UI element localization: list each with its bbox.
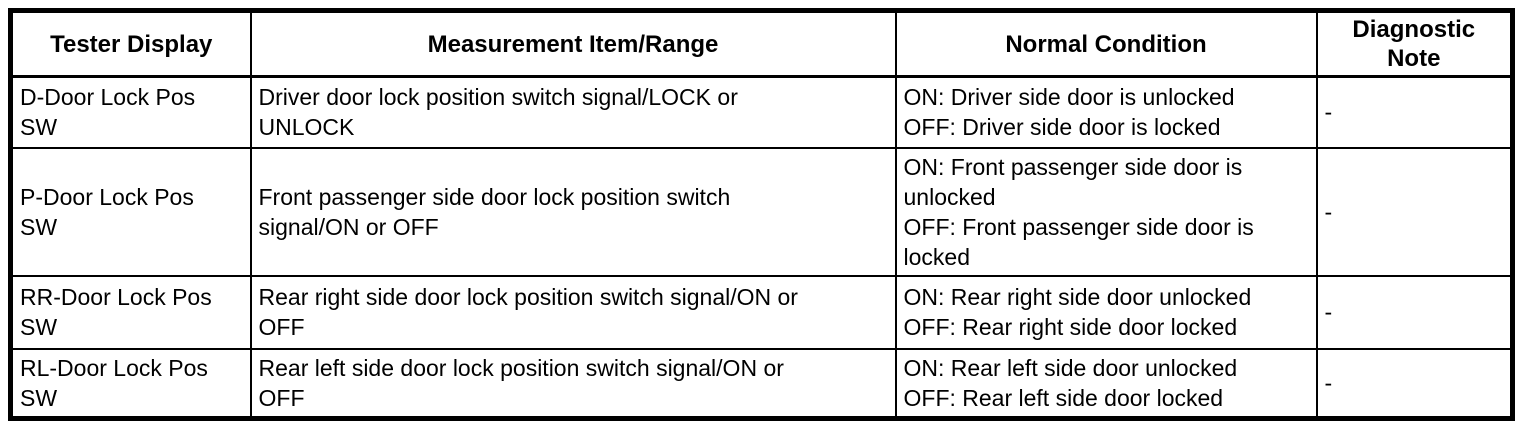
cell-normal-condition: ON: Front passenger side door is unlocke… [894,146,1318,277]
table-row-rl-door: RL-Door Lock Pos SW Rear left side door … [9,347,1514,419]
column-header-normal-condition: Normal Condition [894,9,1318,78]
cell-measurement-item-range: Rear right side door lock position switc… [249,274,897,350]
table-row-rr-door: RR-Door Lock Pos SW Rear right side door… [9,274,1514,350]
cell-tester-display: D-Door Lock Pos SW [9,75,252,149]
cell-diagnostic-note: - [1315,146,1514,277]
cell-diagnostic-note: - [1315,347,1514,419]
table-row-p-door: P-Door Lock Pos SW Front passenger side … [9,146,1514,277]
cell-measurement-item-range: Front passenger side door lock position … [249,146,897,277]
cell-diagnostic-note: - [1315,75,1514,149]
cell-normal-condition: ON: Rear left side door unlocked OFF: Re… [894,347,1318,419]
cell-measurement-item-range: Driver door lock position switch signal/… [249,75,897,149]
data-monitor-table: Tester Display Measurement Item/Range No… [8,8,1515,421]
header-row: Tester Display Measurement Item/Range No… [9,9,1514,78]
cell-normal-condition: ON: Rear right side door unlocked OFF: R… [894,274,1318,350]
cell-diagnostic-note: - [1315,274,1514,350]
cell-tester-display: RR-Door Lock Pos SW [9,274,252,350]
column-header-tester-display: Tester Display [9,9,252,78]
column-header-diagnostic-note: Diagnostic Note [1315,9,1514,78]
cell-normal-condition: ON: Driver side door is unlocked OFF: Dr… [894,75,1318,149]
cell-tester-display: RL-Door Lock Pos SW [9,347,252,419]
cell-tester-display: P-Door Lock Pos SW [9,146,252,277]
column-header-measurement-item-range: Measurement Item/Range [249,9,897,78]
cell-measurement-item-range: Rear left side door lock position switch… [249,347,897,419]
table-row-d-door: D-Door Lock Pos SW Driver door lock posi… [9,75,1514,149]
